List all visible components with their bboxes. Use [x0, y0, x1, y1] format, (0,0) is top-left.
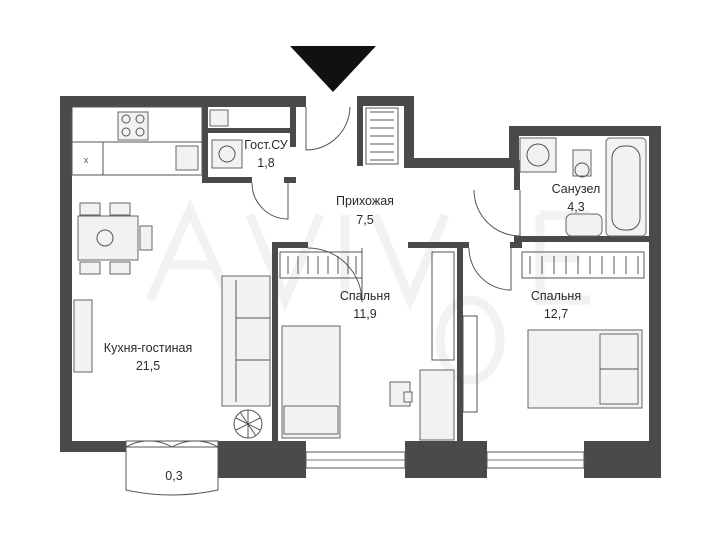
walls [60, 96, 661, 478]
bathroom-fixtures [473, 137, 647, 237]
tv-stand [73, 299, 93, 373]
room-area-bedroom-1: 11,9 [353, 307, 376, 321]
balcony-door [125, 440, 219, 496]
sofa [221, 275, 271, 407]
room-label-bath: Санузел 4,3 [552, 182, 601, 214]
dining-table [77, 202, 153, 275]
room-label-balcony: 0,3 [165, 469, 182, 483]
watermark [145, 198, 590, 385]
room-name-bedroom-1: Спальня [340, 289, 390, 303]
room-label-bedroom-1: Спальня 11,9 [340, 289, 390, 321]
room-area-bath: 4,3 [567, 200, 584, 214]
kitchen-counter: x [71, 106, 203, 176]
hall-closet [365, 107, 399, 165]
room-area-bedroom-2: 12,7 [544, 307, 568, 321]
bedroom-2-furniture [462, 247, 645, 413]
room-label-kitchen: Кухня-гостиная 21,5 [104, 341, 192, 373]
room-label-hall: Прихожая 7,5 [336, 194, 394, 227]
room-label-bedroom-2: Спальня 12,7 [531, 289, 581, 321]
room-name-hall: Прихожая [336, 194, 394, 208]
room-area-hall: 7,5 [356, 213, 373, 227]
entrance-arrow-icon [290, 46, 376, 92]
room-name-bath: Санузел [552, 182, 601, 196]
room-area-wc: 1,8 [257, 156, 274, 170]
bedroom-1-furniture [279, 247, 455, 441]
room-area-balcony: 0,3 [165, 469, 182, 483]
svg-text:x: x [84, 155, 89, 165]
plant-icon [233, 409, 263, 439]
room-name-kitchen: Кухня-гостиная [104, 341, 192, 355]
room-area-kitchen: 21,5 [136, 359, 160, 373]
room-label-wc: Гост.СУ 1,8 [244, 138, 288, 170]
entrance-door [305, 106, 351, 151]
guest-wc-fixtures [209, 109, 289, 220]
room-name-bedroom-2: Спальня [531, 289, 581, 303]
room-name-wc: Гост.СУ [244, 138, 288, 152]
